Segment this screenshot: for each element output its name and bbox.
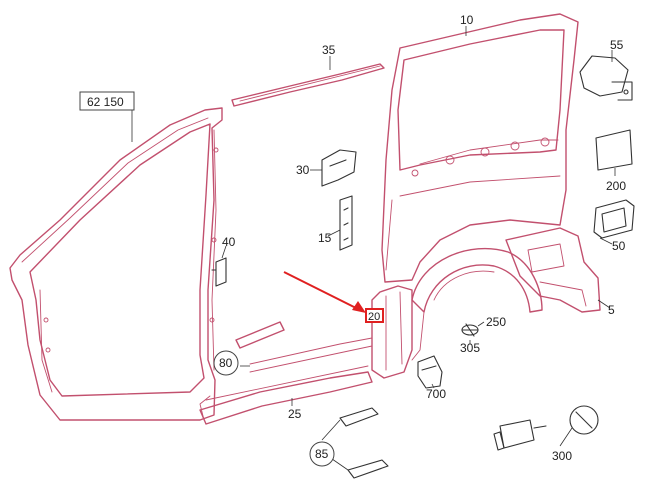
part-label-200[interactable]: 200 xyxy=(606,179,626,193)
clip-40-part[interactable] xyxy=(211,257,227,287)
svg-text:50: 50 xyxy=(612,239,626,253)
callout-arrow xyxy=(283,271,366,313)
part-label-62150[interactable]: 62 150 xyxy=(79,91,135,111)
part-label-30[interactable]: 30 xyxy=(296,163,310,177)
inner-panel-part[interactable] xyxy=(505,227,601,313)
svg-text:30: 30 xyxy=(296,163,310,177)
part-label-55[interactable]: 55 xyxy=(610,38,624,52)
svg-text:62 150: 62 150 xyxy=(87,95,124,109)
strip-15-part[interactable] xyxy=(339,195,353,251)
svg-text:250: 250 xyxy=(486,315,506,329)
svg-text:10: 10 xyxy=(460,13,474,27)
fuel-cap-part[interactable] xyxy=(493,405,599,451)
part-label-20[interactable]: 20 xyxy=(365,308,384,323)
part-label-35[interactable]: 35 xyxy=(322,43,336,57)
part-label-85[interactable]: 85 xyxy=(309,441,335,467)
svg-text:80: 80 xyxy=(219,356,233,370)
part-label-40[interactable]: 40 xyxy=(222,235,236,249)
svg-text:40: 40 xyxy=(222,235,236,249)
svg-text:300: 300 xyxy=(552,449,572,463)
rocker-sill-part[interactable] xyxy=(199,365,373,425)
part-label-80[interactable]: 80 xyxy=(213,350,239,376)
part-label-300[interactable]: 300 xyxy=(552,449,572,463)
svg-text:20: 20 xyxy=(368,311,380,323)
wheelhouse-liner-part[interactable] xyxy=(411,247,543,361)
svg-text:85: 85 xyxy=(315,447,329,461)
leader-lines xyxy=(131,26,616,471)
reinforcement-80-part[interactable] xyxy=(235,321,373,373)
grommet-305-part[interactable] xyxy=(461,323,479,337)
part-label-15[interactable]: 15 xyxy=(318,231,332,245)
part-label-50[interactable]: 50 xyxy=(612,239,626,253)
svg-text:25: 25 xyxy=(288,407,302,421)
part-label-25[interactable]: 25 xyxy=(288,407,302,421)
svg-text:5: 5 xyxy=(608,303,615,317)
rear-side-panel-part[interactable] xyxy=(381,13,579,283)
panel-200-part[interactable] xyxy=(595,129,633,171)
bracket-700-part[interactable] xyxy=(417,355,443,389)
lower-pillar-part-20[interactable] xyxy=(371,285,413,379)
svg-text:55: 55 xyxy=(610,38,624,52)
part-label-5[interactable]: 5 xyxy=(608,303,615,317)
part-label-10[interactable]: 10 xyxy=(460,13,474,27)
door-frame-part[interactable] xyxy=(9,107,223,421)
svg-text:305: 305 xyxy=(460,341,480,355)
part-label-305[interactable]: 305 xyxy=(460,341,480,355)
bracket-85-part[interactable] xyxy=(339,407,389,479)
fuel-door-part[interactable] xyxy=(579,55,633,101)
bracket-30-part[interactable] xyxy=(321,149,357,187)
svg-text:700: 700 xyxy=(426,387,446,401)
roof-rail-part[interactable] xyxy=(231,63,385,107)
part-label-250[interactable]: 250 xyxy=(486,315,506,329)
part-label-700[interactable]: 700 xyxy=(426,387,446,401)
filler-housing-part[interactable] xyxy=(593,199,635,239)
svg-text:200: 200 xyxy=(606,179,626,193)
svg-text:15: 15 xyxy=(318,231,332,245)
svg-text:35: 35 xyxy=(322,43,336,57)
